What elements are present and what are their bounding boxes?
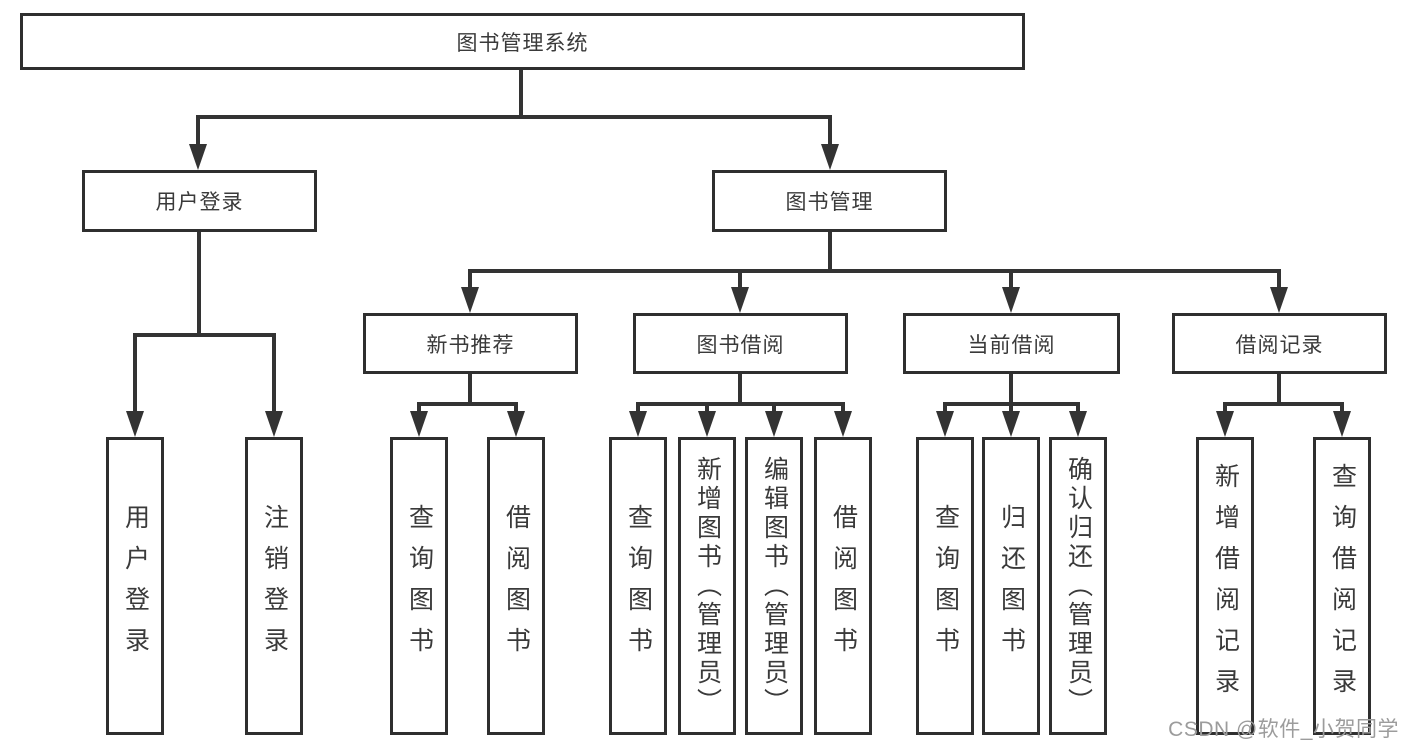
leaf-label: 确认归还（管理员） (1064, 455, 1093, 717)
leaf-label: 借阅图书 (829, 504, 858, 668)
arrow-down-icon (765, 411, 783, 437)
arrow-down-icon (731, 287, 749, 313)
connector-branch (636, 402, 845, 406)
arrow-down-icon (461, 287, 479, 313)
node-borrowing-records: 借阅记录 (1172, 313, 1387, 374)
arrow-down-icon (1270, 287, 1288, 313)
leaf-label: 查询图书 (624, 504, 653, 668)
leaf-query-books-recommend: 查询图书 (390, 437, 448, 735)
connector-user-login-branch (133, 333, 276, 337)
arrow-down-icon (821, 144, 839, 170)
leaf-label: 新增图书（管理员） (693, 455, 722, 717)
connector-stem (1277, 374, 1281, 406)
node-label: 图书管理 (785, 191, 874, 214)
node-label: 用户登录 (155, 191, 244, 214)
arrow-down-icon (698, 411, 716, 437)
connector-stem (738, 374, 742, 406)
connector-drop (772, 402, 776, 414)
csdn-watermark: CSDN @软件_小贺同学 (1168, 718, 1399, 741)
connector-root-stem (519, 70, 523, 119)
connector-drop (1340, 402, 1344, 414)
leaf-label: 查询图书 (931, 504, 960, 668)
connector-drop-book-management (828, 115, 832, 149)
connector-user-login-stem (197, 232, 201, 337)
connector-stem (468, 374, 472, 406)
connector-drop (705, 402, 709, 414)
arrow-down-icon (1216, 411, 1234, 437)
connector-drop (841, 402, 845, 414)
connector-drop-user-login (196, 115, 200, 149)
node-library-management-system: 图书管理系统 (20, 13, 1025, 70)
leaf-label: 编辑图书（管理员） (760, 455, 789, 717)
connector-drop (1223, 402, 1227, 414)
node-label: 图书管理系统 (456, 31, 589, 55)
node-current-borrowing: 当前借阅 (903, 313, 1120, 374)
leaf-borrow-books-recommend: 借阅图书 (487, 437, 545, 735)
node-label: 借阅记录 (1235, 333, 1324, 357)
connector-branch (1223, 402, 1344, 406)
leaf-add-books-admin: 新增图书（管理员） (678, 437, 736, 735)
node-user-login: 用户登录 (82, 170, 317, 232)
connector-drop (1076, 402, 1080, 414)
arrow-down-icon (189, 144, 207, 170)
node-label: 新书推荐 (426, 333, 515, 357)
leaf-label: 借阅图书 (502, 504, 531, 668)
connector-drop (636, 402, 640, 414)
connector-branch (417, 402, 518, 406)
leaf-label: 注销登录 (260, 504, 289, 668)
leaf-label: 新增借阅记录 (1211, 463, 1240, 709)
leaf-user-login: 用户登录 (106, 437, 164, 735)
leaf-label: 用户登录 (121, 504, 150, 668)
connector-drop (1009, 402, 1013, 414)
connector-drop (272, 333, 276, 413)
leaf-label: 查询借阅记录 (1328, 463, 1357, 709)
arrow-down-icon (834, 411, 852, 437)
connector-drop (468, 269, 472, 289)
arrow-down-icon (936, 411, 954, 437)
connector-level2-branch (196, 115, 832, 119)
leaf-query-books-current: 查询图书 (916, 437, 974, 735)
connector-stem (1009, 374, 1013, 406)
arrow-down-icon (126, 411, 144, 437)
node-book-borrowing: 图书借阅 (633, 313, 848, 374)
node-label: 当前借阅 (967, 333, 1056, 357)
leaf-borrow-books: 借阅图书 (814, 437, 872, 735)
arrow-down-icon (1002, 411, 1020, 437)
arrow-down-icon (629, 411, 647, 437)
connector-drop (1009, 269, 1013, 289)
connector-book-management-stem (828, 232, 832, 273)
arrow-down-icon (507, 411, 525, 437)
connector-drop (133, 333, 137, 413)
arrow-down-icon (1333, 411, 1351, 437)
leaf-confirm-return-admin: 确认归还（管理员） (1049, 437, 1107, 735)
connector-drop (417, 402, 421, 414)
connector-drop (943, 402, 947, 414)
arrow-down-icon (1069, 411, 1087, 437)
node-label: 图书借阅 (696, 333, 785, 357)
leaf-add-borrow-record: 新增借阅记录 (1196, 437, 1254, 735)
arrow-down-icon (265, 411, 283, 437)
arrow-down-icon (1002, 287, 1020, 313)
leaf-label: 归还图书 (997, 504, 1026, 668)
node-book-management: 图书管理 (712, 170, 947, 232)
leaf-return-books: 归还图书 (982, 437, 1040, 735)
leaf-edit-books-admin: 编辑图书（管理员） (745, 437, 803, 735)
connector-drop (738, 269, 742, 289)
connector-drop (1277, 269, 1281, 289)
leaf-query-borrow-record: 查询借阅记录 (1313, 437, 1371, 735)
node-new-book-recommendation: 新书推荐 (363, 313, 578, 374)
leaf-query-books-borrowing: 查询图书 (609, 437, 667, 735)
leaf-logout-login: 注销登录 (245, 437, 303, 735)
arrow-down-icon (410, 411, 428, 437)
leaf-label: 查询图书 (405, 504, 434, 668)
connector-level3-branch (468, 269, 1281, 273)
connector-drop (514, 402, 518, 414)
